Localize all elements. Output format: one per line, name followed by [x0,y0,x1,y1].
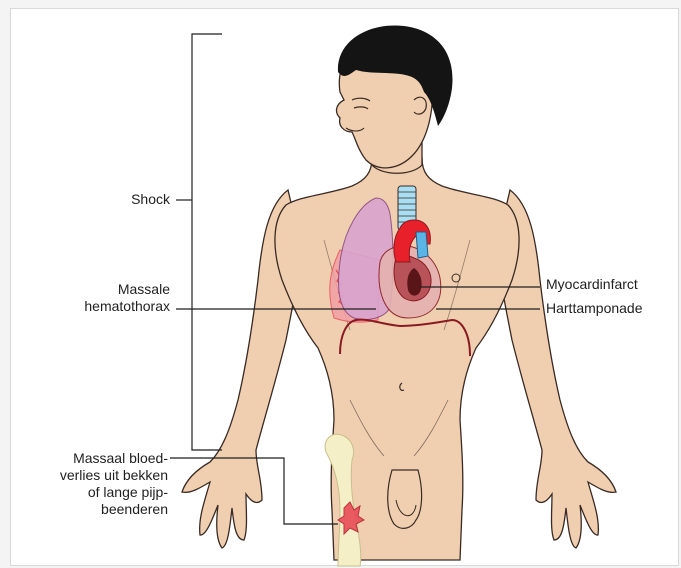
ear-icon [414,97,426,114]
label-bloed-line3: of lange pijp- [20,484,168,501]
vena-cava [416,232,428,258]
head [337,25,453,167]
label-myocardinfarct: Myocardinfarct [546,276,638,293]
label-bloed-line1: Massaal bloed- [20,450,168,467]
label-massale-line2: hematothorax [40,298,170,315]
shock-bracket [192,34,222,450]
genitals [388,470,422,528]
label-massaal-bloedverlies: Massaal bloed- verlies uit bekken of lan… [20,450,168,518]
label-massale-line1: Massale [40,281,170,298]
label-bloed-line4: beenderen [20,501,168,518]
label-bloed-line2: verlies uit bekken [20,467,168,484]
label-massale-hematothorax: Massale hematothorax [40,281,170,315]
label-shock: Shock [80,191,170,208]
label-harttamponade: Harttamponade [546,300,643,317]
